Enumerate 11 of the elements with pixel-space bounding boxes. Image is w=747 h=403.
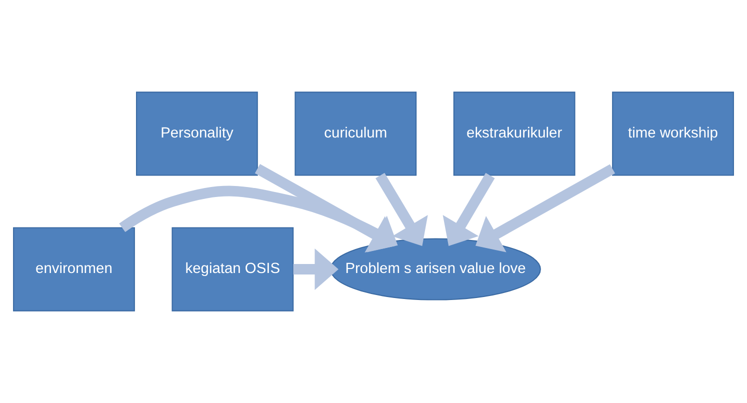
arrow (476, 164, 616, 252)
node-box: time workship (612, 92, 734, 176)
node-box: environmen (13, 227, 135, 312)
node-ellipse: Problem s arisen value love (330, 238, 541, 300)
node-box: Personality (136, 92, 258, 176)
node-box: kegiatan OSIS (172, 227, 294, 312)
node-box: ekstrakurikuler (453, 92, 576, 176)
arrow (293, 248, 338, 290)
arrow (376, 172, 428, 246)
node-box: curiculum (294, 92, 417, 176)
arrow (442, 172, 495, 246)
